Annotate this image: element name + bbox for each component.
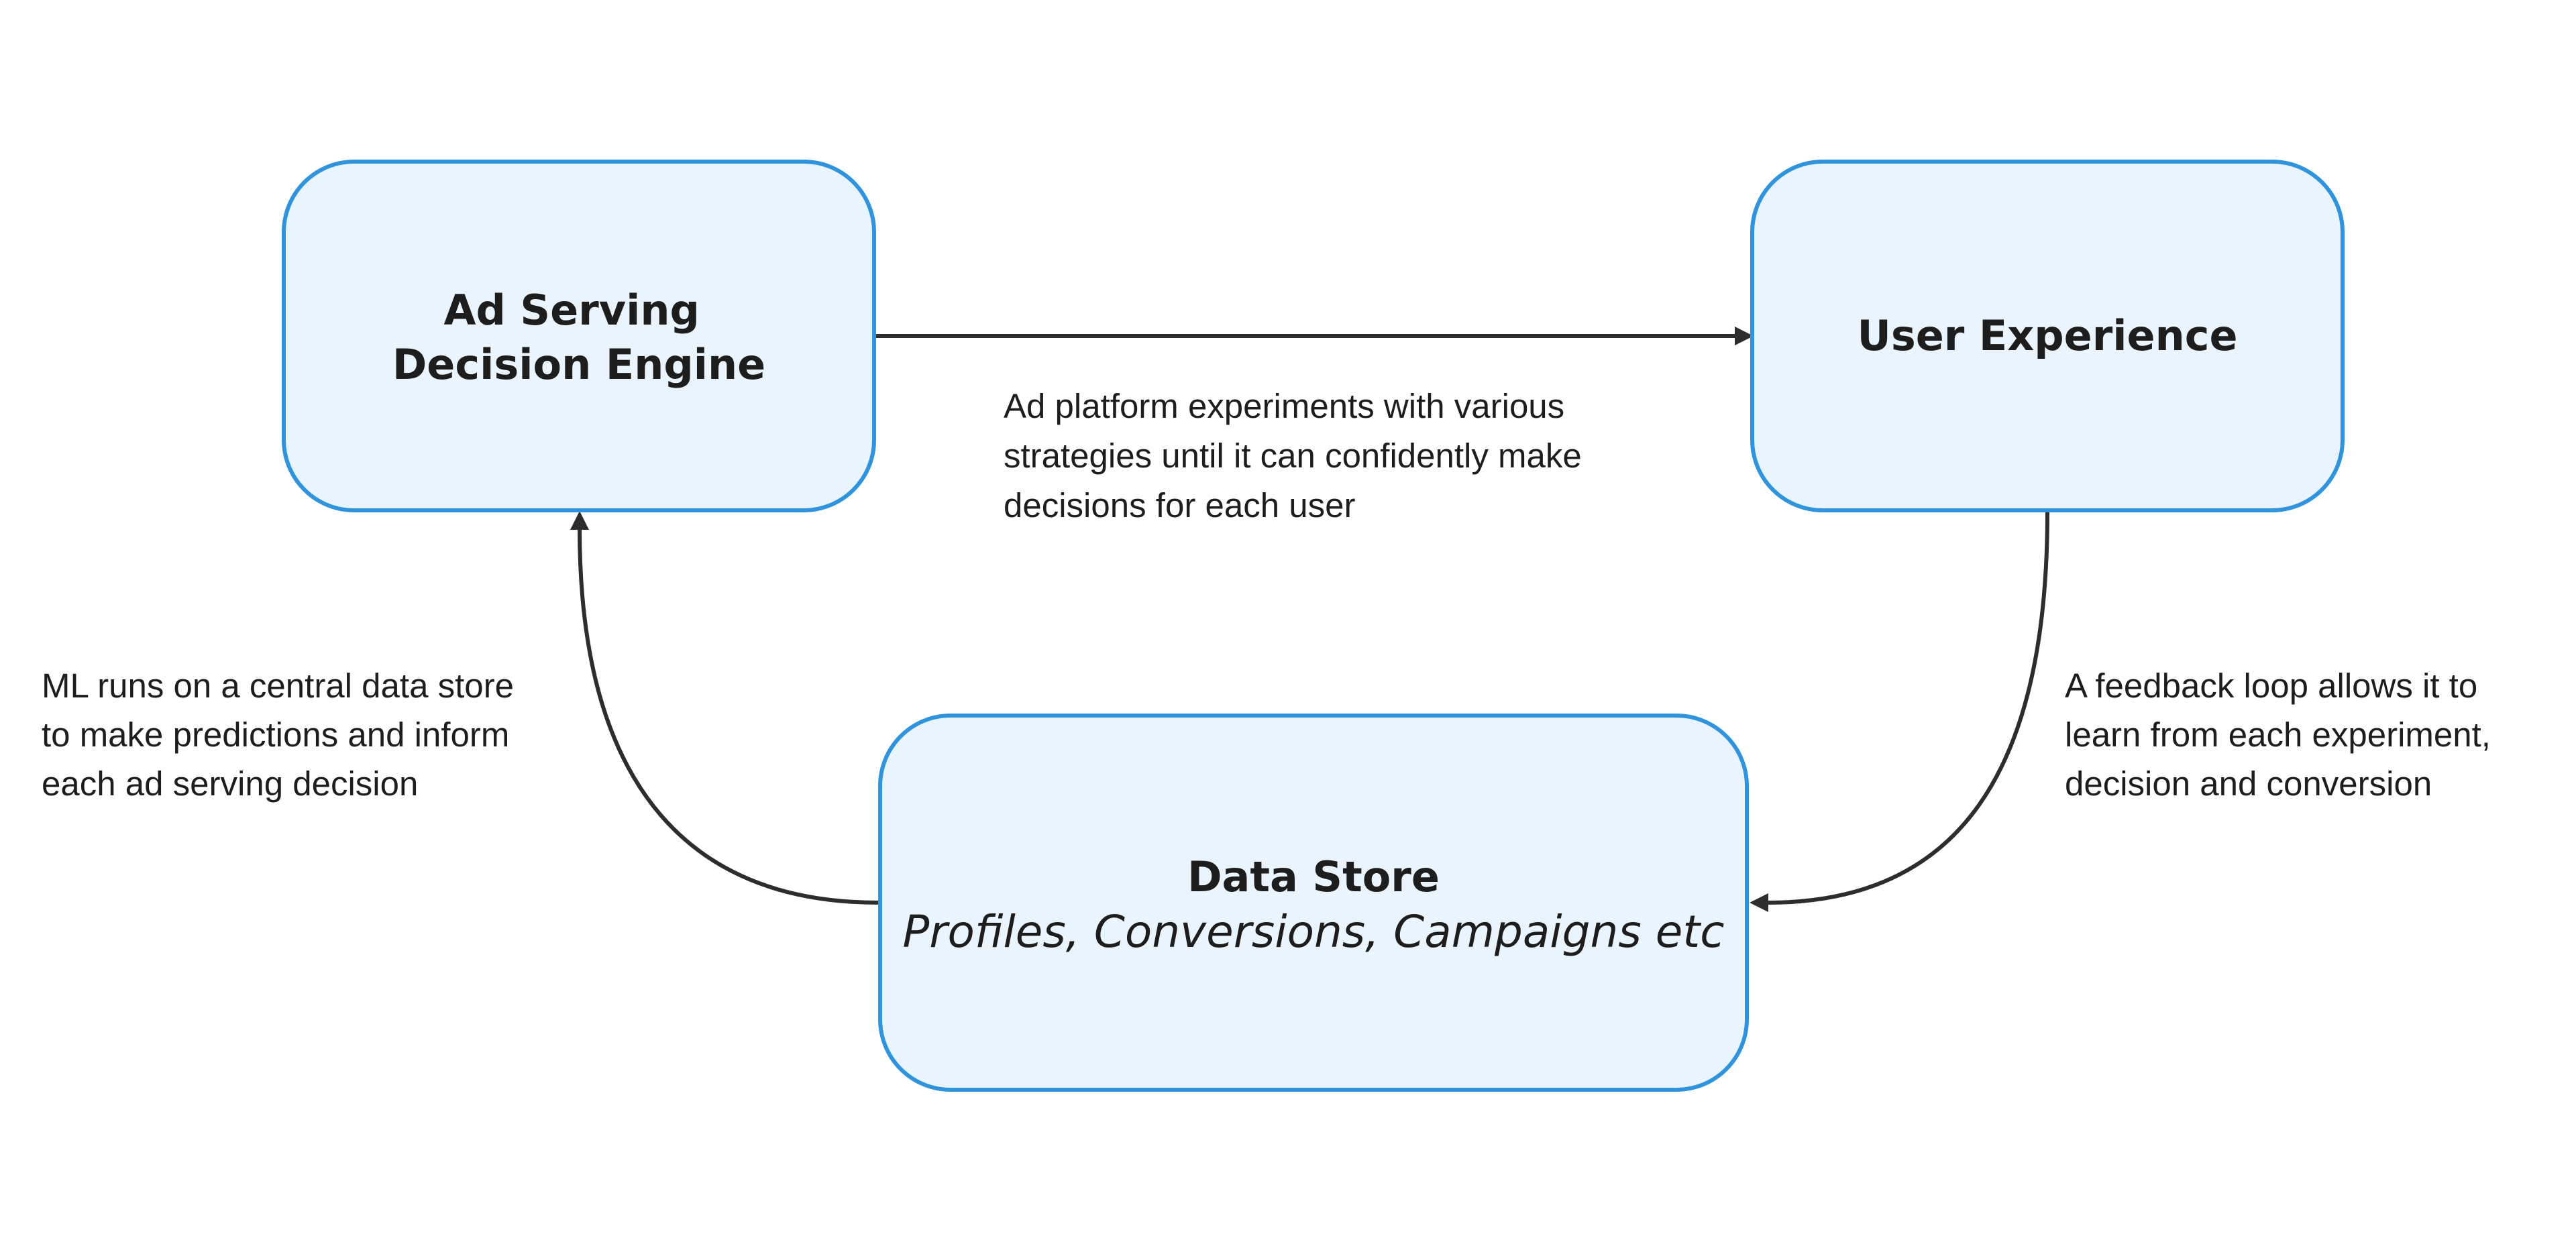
- arrow-data-store-to-engine: [578, 528, 879, 905]
- node-subtitle: Profiles, Conversions, Campaigns etc: [903, 906, 1725, 958]
- arrowhead-engine: [570, 511, 589, 530]
- connectors: [570, 327, 2049, 912]
- node-box: [1750, 160, 2345, 512]
- arrow-user-experience-to-data-store: [1768, 512, 2049, 905]
- annotation-line: each ad serving decision: [42, 764, 418, 803]
- annotation-line: decisions for each user: [1004, 486, 1355, 524]
- annotation-ml: ML runs on a central data store to make …: [42, 667, 523, 803]
- node-box: [282, 160, 876, 512]
- annotation-line: A feedback loop allows it to: [2065, 667, 2477, 705]
- annotation-line: decision and conversion: [2065, 764, 2432, 803]
- node-user-experience: User Experience: [1750, 160, 2345, 512]
- node-title: Data Store: [1187, 852, 1440, 901]
- arrowhead-data-store: [1750, 893, 1768, 912]
- node-title-line: Decision Engine: [392, 340, 765, 389]
- arrowhead-user-experience: [1735, 327, 1754, 345]
- node-box: [878, 714, 1749, 1092]
- annotation-line: strategies until it can confidently make: [1004, 437, 1582, 475]
- annotation-experiments: Ad platform experiments with various str…: [1004, 387, 1591, 524]
- annotation-line: Ad platform experiments with various: [1004, 387, 1564, 425]
- annotation-feedback: A feedback loop allows it to learn from …: [2065, 667, 2500, 803]
- node-title-line: Ad Serving: [443, 286, 699, 335]
- annotation-line: ML runs on a central data store: [42, 667, 514, 705]
- node-title: User Experience: [1857, 311, 2237, 360]
- annotation-line: to make predictions and inform: [42, 716, 509, 754]
- node-title: Ad Serving Decision Engine: [392, 286, 765, 389]
- node-data-store: Data Store Profiles, Conversions, Campai…: [878, 714, 1749, 1092]
- node-ad-serving-decision-engine: Ad Serving Decision Engine: [282, 160, 876, 512]
- annotation-line: learn from each experiment,: [2065, 716, 2491, 754]
